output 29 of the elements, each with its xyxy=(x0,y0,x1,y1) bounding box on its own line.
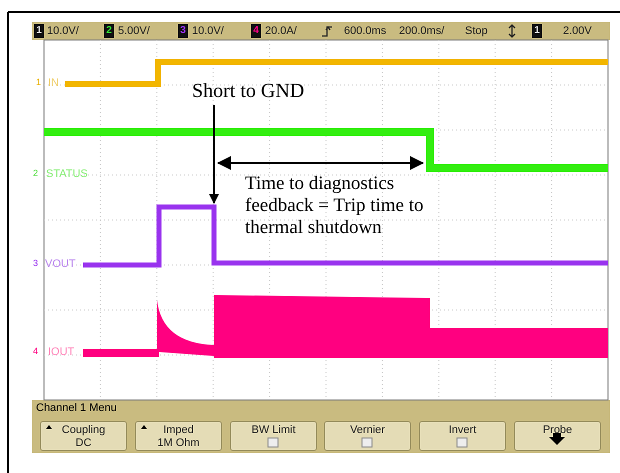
channel-number: 3 xyxy=(178,24,188,38)
channel-label: STATUS xyxy=(46,168,88,180)
delay-text: 600.0ms xyxy=(344,24,386,39)
softkey-button: Probe xyxy=(514,421,601,451)
annotation-text: Time to diagnostics feedback = Trip time to thermal shutdown xyxy=(245,173,425,239)
timebase-text: 200.0ms/ xyxy=(399,24,444,39)
run-status: Stop xyxy=(465,24,488,39)
menu-title: Channel 1 Menu xyxy=(36,402,117,414)
scale-text: 10.0V/ xyxy=(47,24,79,39)
channel-marker: 4 xyxy=(33,346,38,356)
channel-label: IN xyxy=(48,77,59,89)
channel-number: 1 xyxy=(532,24,542,38)
channel-number: 2 xyxy=(104,24,114,38)
softkey-button: Coupling DC xyxy=(40,421,127,451)
channel-label: IOUT xyxy=(48,346,74,358)
channel-marker: 2 xyxy=(33,168,38,178)
channel-number: 4 xyxy=(251,24,261,38)
channel-marker: 3 xyxy=(33,258,38,268)
softkey-button: Imped 1M Ohm xyxy=(135,421,222,451)
scale-text: 20.0A/ xyxy=(265,24,297,39)
softkey-button: Invert xyxy=(419,421,506,451)
softkey-button: Vernier xyxy=(324,421,411,451)
channel-label: VOUT xyxy=(45,258,76,270)
channel-number: 1 xyxy=(34,24,44,38)
trigger-level: 2.00V xyxy=(563,24,592,39)
softkey-button: BW Limit xyxy=(230,421,317,451)
channel-marker: 1 xyxy=(36,77,42,87)
scale-text: 5.00V/ xyxy=(118,24,150,39)
scale-text: 10.0V/ xyxy=(192,24,224,39)
